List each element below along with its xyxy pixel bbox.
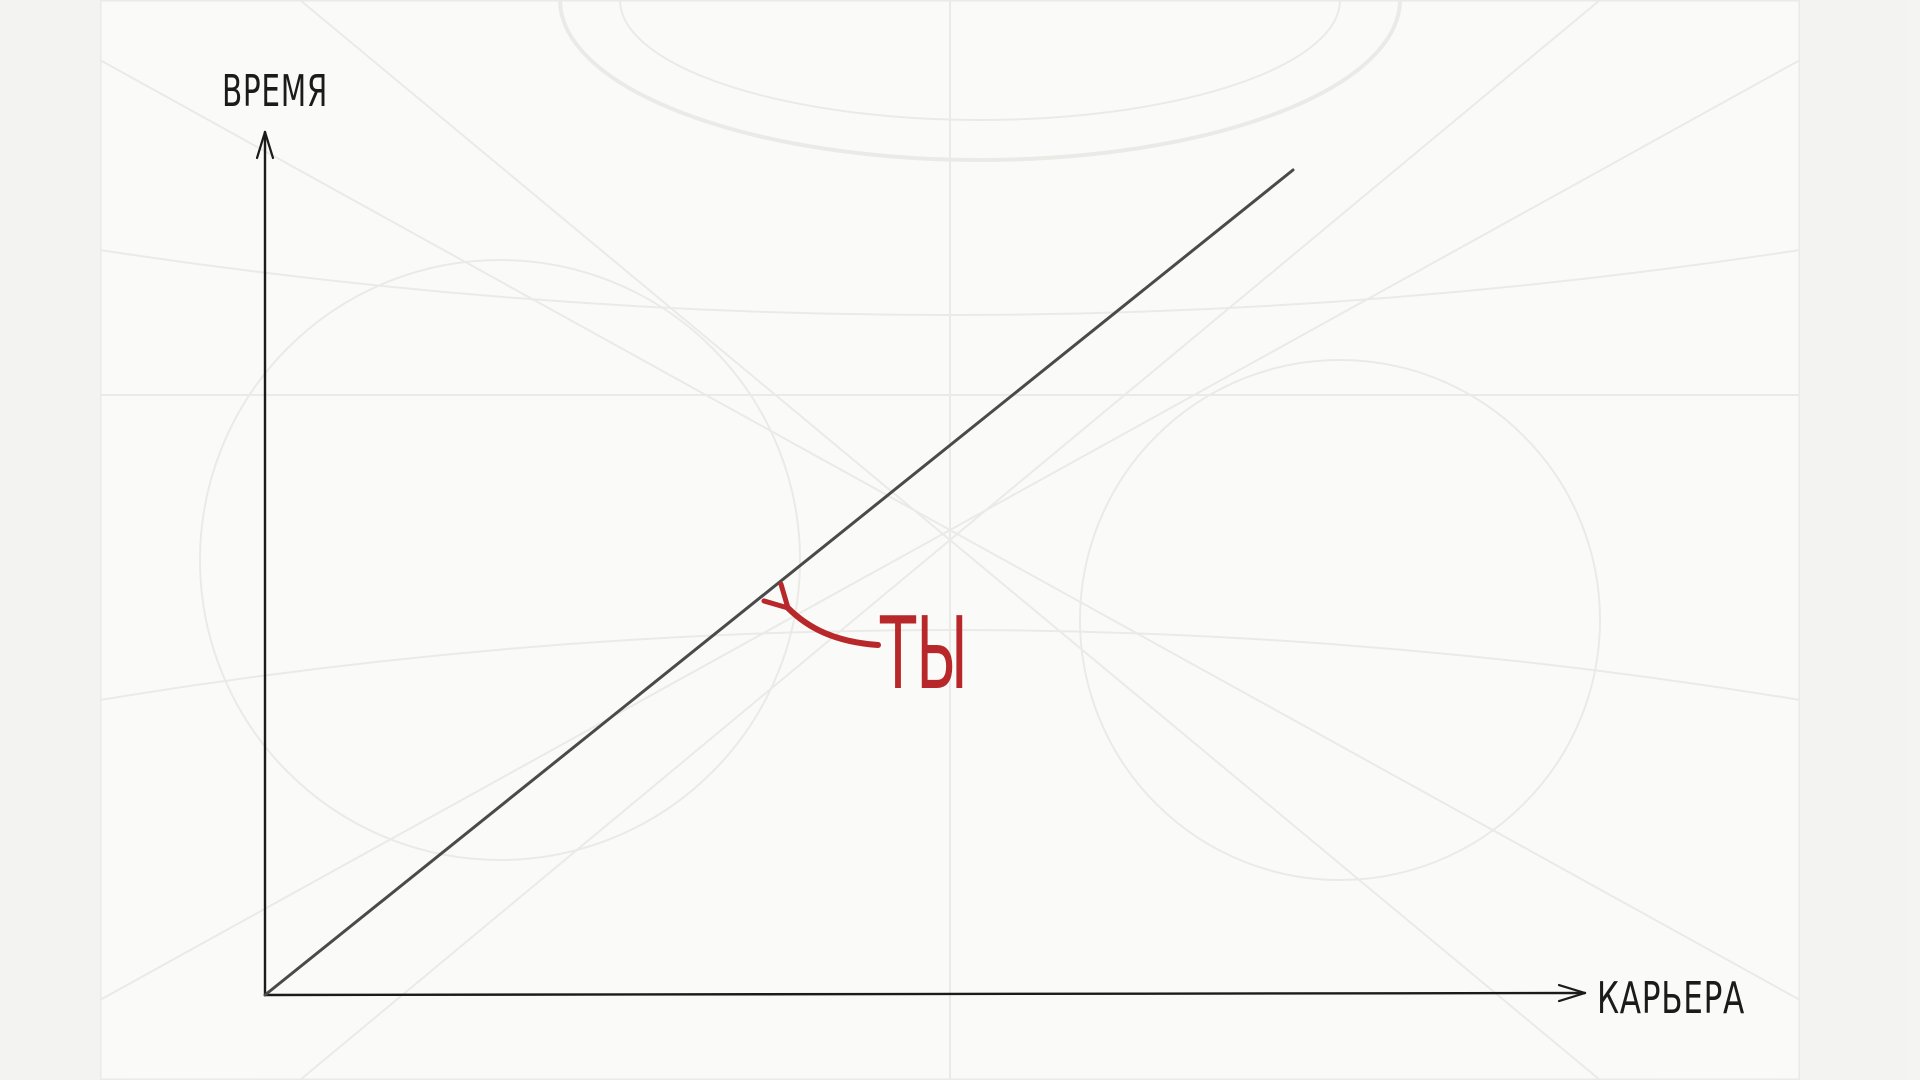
y-axis-label: ВРЕМЯ [222, 66, 328, 117]
annotation-label: ТЫ [879, 595, 968, 712]
x-axis [263, 983, 1587, 1003]
trend-line [263, 168, 1295, 997]
annotation-arrow [761, 581, 881, 648]
x-axis-label: КАРЬЕРА [1597, 973, 1745, 1024]
